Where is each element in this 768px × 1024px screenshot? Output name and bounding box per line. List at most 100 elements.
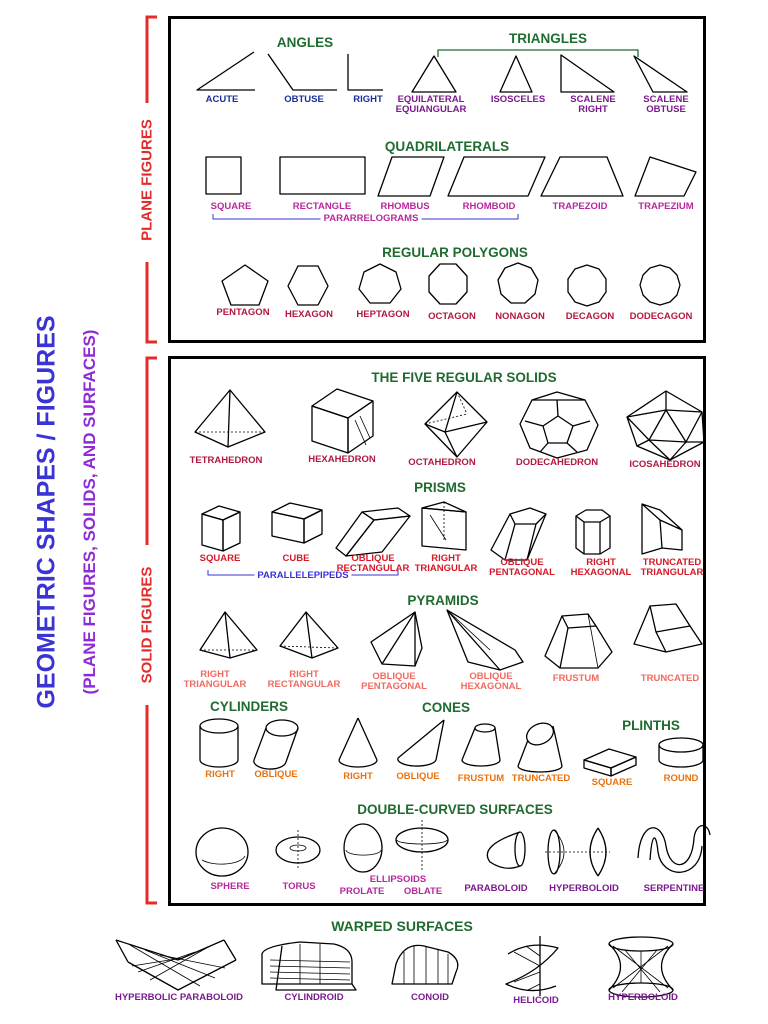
cylinders-header: CYLINDERS <box>209 699 289 714</box>
equilateral-triangle-icon <box>411 55 457 93</box>
quadrilaterals-header: QUADRILATERALS <box>384 139 510 154</box>
solid-label-icosahedron: ICOSAHEDRON <box>629 459 701 470</box>
double-label-hyperboloid: HYPERBOLOID <box>549 883 619 894</box>
polygon-label-hexagon: HEXAGON <box>284 309 334 320</box>
double-label-ellipsoids: ELLIPSOIDS <box>369 874 427 885</box>
cone-label-right: RIGHT <box>343 771 373 782</box>
oblique-cone-icon <box>397 719 445 767</box>
oblique-pentagonal-prism-icon <box>490 507 547 561</box>
warped-label-hyperbolic-paraboloid: HYPERBOLIC PARABOLOID <box>114 992 244 1003</box>
tetrahedron-icon <box>194 389 266 448</box>
quad-label-trapezium: TRAPEZIUM <box>638 201 694 212</box>
quad-label-square: SQUARE <box>210 201 252 212</box>
hexagon-icon <box>287 265 329 306</box>
plinth-label-square: SQUARE <box>591 777 633 788</box>
polygon-label-octagon: OCTAGON <box>428 311 476 322</box>
double-label-oblate: OBLATE <box>403 886 443 897</box>
warped-label-cylindroid: CYLINDROID <box>284 992 344 1003</box>
plane-figures-panel <box>168 16 706 343</box>
truncated-cone-icon <box>517 722 563 773</box>
hyperboloid-warped-icon <box>608 936 674 998</box>
solid-figures-panel <box>168 356 706 906</box>
double-label-sphere: SPHERE <box>210 881 250 892</box>
double-label-torus: TORUS <box>282 881 316 892</box>
serpentine-icon <box>637 824 711 873</box>
scalene-right-triangle-icon <box>560 54 615 93</box>
solid-label-tetrahedron: TETRAHEDRON <box>189 455 263 466</box>
right-triangular-pyramid-icon <box>199 611 258 659</box>
icosahedron-icon <box>626 390 705 461</box>
frustum-cone-icon <box>461 723 501 767</box>
right-cylinder-icon <box>199 718 239 768</box>
truncated-triangular-prism-icon <box>641 503 683 555</box>
polygon-label-heptagon: HEPTAGON <box>356 309 410 320</box>
decagon-icon <box>567 264 607 307</box>
quad-label-trapezoid: TRAPEZOID <box>552 201 608 212</box>
polygon-label-decagon: DECAGON <box>565 311 615 322</box>
oblique-pentagonal-pyramid-icon <box>370 611 423 667</box>
oblate-ellipsoid-icon <box>395 820 449 870</box>
solid-label-octahedron: OCTAHEDRON <box>408 457 476 468</box>
cone-label-oblique: OBLIQUE <box>396 771 440 782</box>
cylinder-label-right: RIGHT <box>205 769 235 780</box>
rectangle-icon <box>279 156 366 195</box>
polygon-label-dodecagon: DODECAGON <box>629 311 693 322</box>
round-plinth-icon <box>658 737 704 768</box>
prolate-ellipsoid-icon <box>343 823 383 873</box>
hexahedron-icon <box>311 388 374 454</box>
parallelepipeds-label: PARALLELEPIPEDS <box>254 571 352 581</box>
isosceles-triangle-icon <box>499 55 533 93</box>
right-angle-icon <box>347 54 383 91</box>
double-label-serpentine: SERPENTINE <box>643 883 705 894</box>
trapezoid-icon <box>540 156 624 197</box>
solid-label-hexahedron: HEXAHEDRON <box>308 454 376 465</box>
octagon-icon <box>428 263 468 305</box>
acute-angle-icon <box>196 51 255 91</box>
pyramids-header: PYRAMIDS <box>407 593 479 608</box>
warped-label-conoid: CONOID <box>411 992 449 1003</box>
triangle-label-isosceles: ISOSCELES <box>490 94 546 105</box>
paraboloid-icon <box>486 831 526 869</box>
regular-polygons-header: REGULAR POLYGONS <box>382 245 528 260</box>
dodecagon-icon <box>639 264 681 306</box>
quad-label-rectangle: RECTANGLE <box>292 201 352 212</box>
oblique-rectangular-prism-icon <box>335 507 411 557</box>
rhomboid-icon <box>447 156 546 197</box>
obtuse-angle-icon <box>267 53 337 91</box>
helicoid-icon <box>505 936 559 996</box>
triangles-header: TRIANGLES <box>508 31 588 46</box>
double-label-paraboloid: PARABOLOID <box>464 883 528 894</box>
polygon-label-nonagon: NONAGON <box>495 311 545 322</box>
angle-label-acute: ACUTE <box>205 94 239 105</box>
pentagon-icon <box>221 264 269 306</box>
angles-header: ANGLES <box>276 35 334 50</box>
octahedron-icon <box>424 391 488 458</box>
warped-label-helicoid: HELICOID <box>513 995 559 1006</box>
frustum-pyramid-icon <box>544 613 613 669</box>
trapezium-icon <box>634 156 697 197</box>
angle-label-obtuse: OBTUSE <box>284 94 324 105</box>
oblique-hexagonal-pyramid-icon <box>446 609 524 671</box>
parallelograms-label: PARARRELOGRAMS <box>320 214 422 224</box>
heptagon-icon <box>358 263 402 304</box>
conoid-icon <box>391 944 459 985</box>
angle-label-right: RIGHT <box>353 94 383 105</box>
cone-label-truncated: TRUNCATED <box>511 773 571 784</box>
plinths-header: PLINTHS <box>622 718 680 733</box>
prisms-header: PRISMS <box>414 480 466 495</box>
cylinder-label-oblique: OBLIQUE <box>254 769 298 780</box>
quad-label-rhomboid: RHOMBOID <box>462 201 516 212</box>
right-hexagonal-prism-icon <box>575 509 611 555</box>
hyperbolic-paraboloid-icon <box>115 939 237 991</box>
cone-label-frustum: FRUSTUM <box>457 773 505 784</box>
